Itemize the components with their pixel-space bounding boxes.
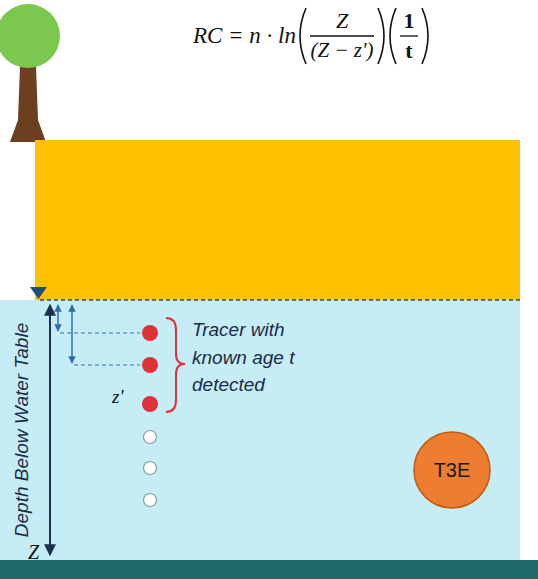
- water-table-symbol: [30, 287, 47, 299]
- depth-leader: [74, 364, 140, 365]
- tracer-name: T3E: [434, 459, 471, 482]
- formula-text: RC = n · ln: [193, 22, 296, 50]
- fraction-bar: [310, 35, 374, 36]
- tracer-circle: T3E: [413, 431, 491, 509]
- depth-label: z': [112, 386, 123, 409]
- formula-numerator: 1: [404, 8, 415, 34]
- sample-dot: [144, 462, 157, 475]
- sample-dot: [144, 431, 157, 444]
- formula-paren: [300, 8, 306, 64]
- sample-dot: [144, 494, 157, 507]
- depth-leader: [60, 332, 140, 333]
- depth-arrow: [57, 305, 59, 331]
- formula-denominator: (Z − z'): [311, 38, 374, 63]
- water-table-line: [40, 299, 520, 301]
- tracer-dot: [142, 357, 158, 373]
- tracer-dot: [142, 396, 158, 412]
- saturated-zone: [0, 300, 520, 560]
- depth-arrow: [49, 305, 51, 555]
- tree-trunk: [10, 66, 46, 142]
- fraction-bar: [400, 35, 418, 36]
- depth-label: Z: [28, 540, 39, 564]
- formula-paren: [422, 8, 428, 64]
- tree-canopy: [0, 4, 60, 68]
- depth-arrow: [71, 305, 73, 363]
- unsaturated-zone: [35, 140, 520, 300]
- formula-paren: [390, 8, 396, 64]
- formula-numerator: Z: [336, 8, 348, 34]
- formula-paren: [378, 8, 384, 64]
- curly-bracket: [166, 318, 185, 412]
- axis-title: Depth Below Water Table: [11, 323, 34, 537]
- tracer-note: Tracer with known age t detected: [192, 316, 332, 399]
- bedrock-band: [0, 560, 538, 579]
- formula-denominator: t: [405, 38, 412, 64]
- circle-shape: [414, 432, 490, 508]
- tracer-dot: [142, 325, 158, 341]
